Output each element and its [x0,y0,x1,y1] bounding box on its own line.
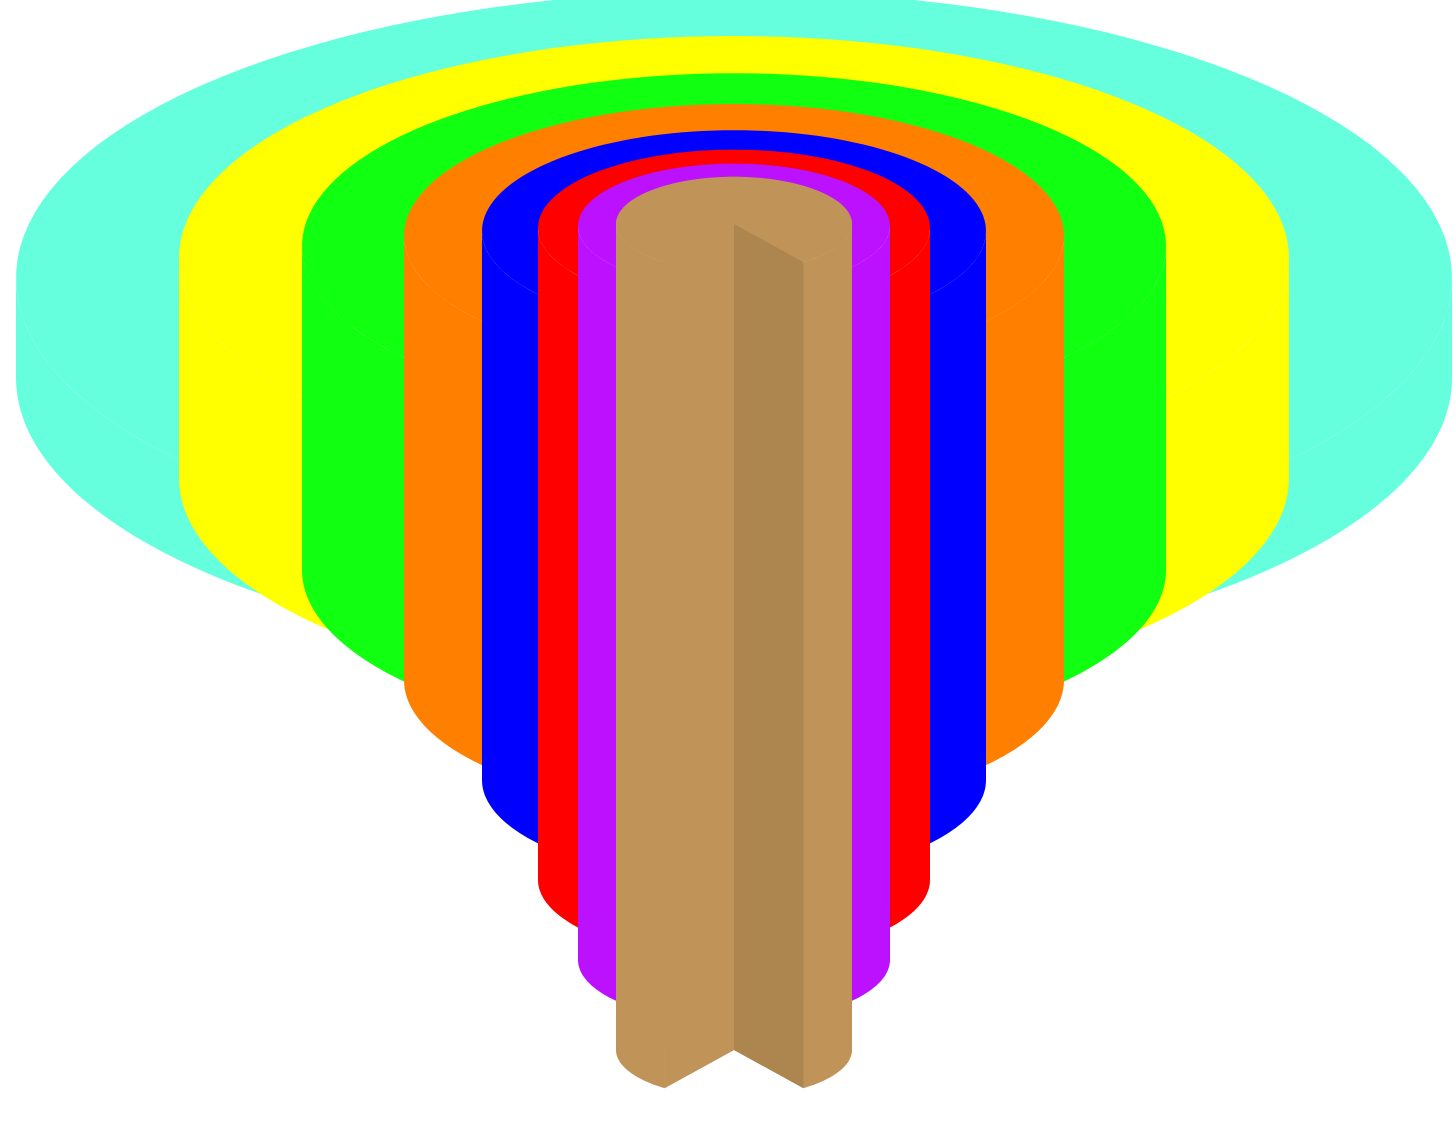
core-face-left [665,224,734,1088]
core-side-left [616,224,665,1088]
core-face-right [734,224,803,1088]
core-side-right [803,224,852,1088]
